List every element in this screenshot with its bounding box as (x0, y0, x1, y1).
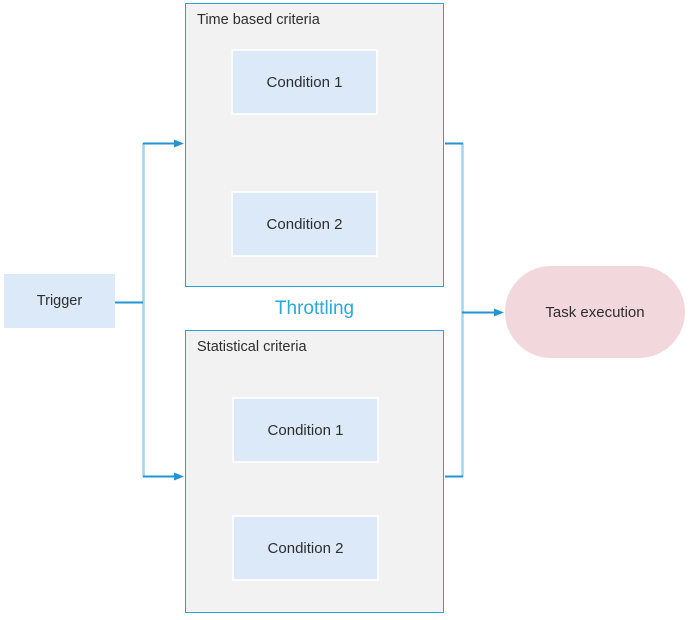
container-time-based-criteria-label: Time based criteria (197, 12, 320, 28)
node-time-condition-2: Condition 2 (231, 191, 378, 257)
annotation-throttling: Throttling (274, 297, 355, 319)
node-task-execution: Task execution (505, 266, 685, 358)
node-stat-condition-2: Condition 2 (232, 515, 379, 581)
container-statistical-criteria-label: Statistical criteria (197, 339, 307, 355)
node-time-condition-2-label: Condition 2 (266, 215, 343, 233)
node-time-condition-1: Condition 1 (231, 49, 378, 115)
node-time-condition-1-label: Condition 1 (266, 73, 343, 91)
node-trigger-label: Trigger (36, 293, 83, 309)
node-stat-condition-1-label: Condition 1 (267, 421, 344, 439)
node-trigger: Trigger (4, 274, 115, 328)
node-stat-condition-2-label: Condition 2 (267, 539, 344, 557)
node-stat-condition-1: Condition 1 (232, 397, 379, 463)
node-task-execution-label: Task execution (545, 303, 645, 321)
